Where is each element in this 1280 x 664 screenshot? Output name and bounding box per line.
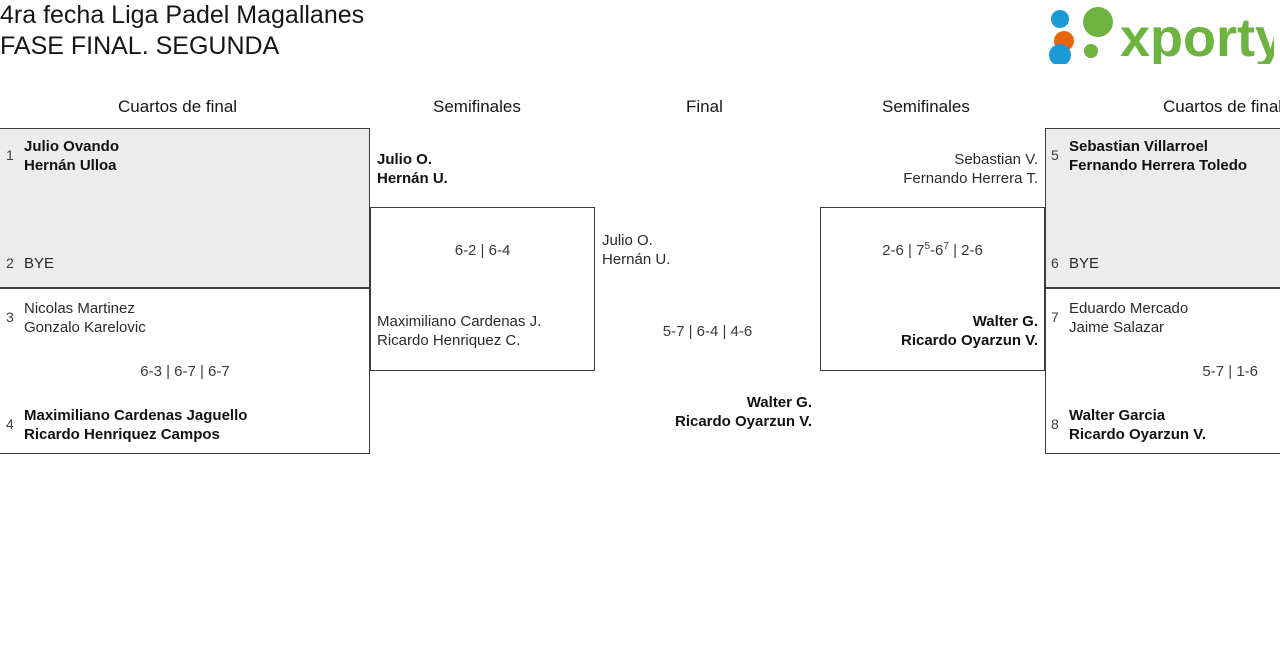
tiebreak-sup-2: 7 bbox=[943, 241, 949, 252]
team-qf3-top[interactable]: 5 Sebastian Villarroel Fernando Herrera … bbox=[1051, 137, 1279, 175]
team-qf3-bottom[interactable]: 6 BYE bbox=[1051, 254, 1279, 273]
match-box-qf1[interactable] bbox=[0, 128, 370, 288]
player-names: BYE bbox=[24, 255, 55, 272]
match-box-sf2[interactable] bbox=[820, 207, 1045, 371]
team-sf2-top[interactable]: Sebastian V. Fernando Herrera T. bbox=[823, 150, 1038, 188]
team-qf1-bottom[interactable]: 2 BYE bbox=[6, 254, 346, 273]
match-box-qf2[interactable] bbox=[0, 288, 370, 454]
svg-text:xporty: xporty bbox=[1120, 8, 1274, 64]
page-title: 4ra fecha Liga Padel Magallanes FASE FIN… bbox=[0, 1, 365, 60]
match-box-qf3[interactable] bbox=[1045, 128, 1280, 288]
team-qf4-top[interactable]: 7 Eduardo Mercado Jaime Salazar bbox=[1051, 299, 1279, 337]
player-names: Julio O. Hernán U. bbox=[602, 232, 671, 268]
round-header-sf-right: Semifinales bbox=[882, 97, 970, 116]
tiebreak-sup-1: 5 bbox=[924, 241, 930, 252]
player-names: BYE bbox=[1069, 255, 1100, 272]
match-box-qf4[interactable] bbox=[1045, 288, 1280, 454]
score-sf1: 6-2 | 6-4 bbox=[454, 242, 511, 259]
team-qf4-bottom[interactable]: 8 Walter Garcia Ricardo Oyarzun V. bbox=[1051, 406, 1279, 444]
player-names: Walter Garcia Ricardo Oyarzun V. bbox=[1069, 407, 1206, 443]
player-names: Nicolas Martinez Gonzalo Karelovic bbox=[24, 300, 146, 336]
round-header-qf-left: Cuartos de final bbox=[118, 97, 238, 116]
score-sf2: 2-6 | 75-67 | 2-6 bbox=[882, 241, 983, 260]
team-sf2-bottom[interactable]: Walter G. Ricardo Oyarzun V. bbox=[823, 312, 1038, 350]
team-sf1-bottom[interactable]: Maximiliano Cardenas J. Ricardo Henrique… bbox=[377, 312, 592, 350]
score-final: 5-7 | 6-4 | 4-6 bbox=[662, 323, 753, 340]
player-names: Julio Ovando Hernán Ulloa bbox=[24, 138, 120, 174]
round-header-final: Final bbox=[686, 97, 723, 116]
seed-number: 4 bbox=[6, 416, 14, 432]
player-names: Walter G. Ricardo Oyarzun V. bbox=[675, 394, 812, 430]
round-header-qf-right: Cuartos de final bbox=[1163, 97, 1280, 116]
team-qf1-top[interactable]: 1 Julio Ovando Hernán Ulloa bbox=[6, 137, 346, 175]
team-qf2-top[interactable]: 3 Nicolas Martinez Gonzalo Karelovic bbox=[6, 299, 346, 337]
score-qf4: 5-7 | 1-6 bbox=[1202, 363, 1258, 380]
seed-number: 3 bbox=[6, 309, 14, 325]
seed-number: 2 bbox=[6, 255, 14, 271]
seed-number: 5 bbox=[1051, 147, 1059, 163]
round-header-sf-left: Semifinales bbox=[433, 97, 521, 116]
team-qf2-bottom[interactable]: 4 Maximiliano Cardenas Jaguello Ricardo … bbox=[6, 406, 364, 444]
player-names: Maximiliano Cardenas J. Ricardo Henrique… bbox=[377, 313, 542, 349]
player-names: Julio O. Hernán U. bbox=[377, 151, 448, 187]
match-box-sf1[interactable] bbox=[370, 207, 595, 371]
seed-number: 1 bbox=[6, 147, 14, 163]
player-names: Walter G. Ricardo Oyarzun V. bbox=[901, 313, 1038, 349]
player-names: Sebastian Villarroel Fernando Herrera To… bbox=[1069, 138, 1248, 174]
score-qf2: 6-3 | 6-7 | 6-7 bbox=[140, 363, 230, 380]
team-final-left[interactable]: Julio O. Hernán U. bbox=[602, 231, 812, 269]
seed-number: 8 bbox=[1051, 416, 1059, 432]
seed-number: 6 bbox=[1051, 255, 1059, 271]
player-names: Eduardo Mercado Jaime Salazar bbox=[1069, 300, 1189, 336]
team-sf1-top[interactable]: Julio O. Hernán U. bbox=[377, 150, 592, 188]
team-final-right[interactable]: Walter G. Ricardo Oyarzun V. bbox=[602, 393, 812, 431]
player-names: Sebastian V. Fernando Herrera T. bbox=[903, 151, 1038, 187]
xporty-logo[interactable]: xporty bbox=[1042, 4, 1274, 64]
player-names: Maximiliano Cardenas Jaguello Ricardo He… bbox=[24, 407, 248, 443]
seed-number: 7 bbox=[1051, 309, 1059, 325]
